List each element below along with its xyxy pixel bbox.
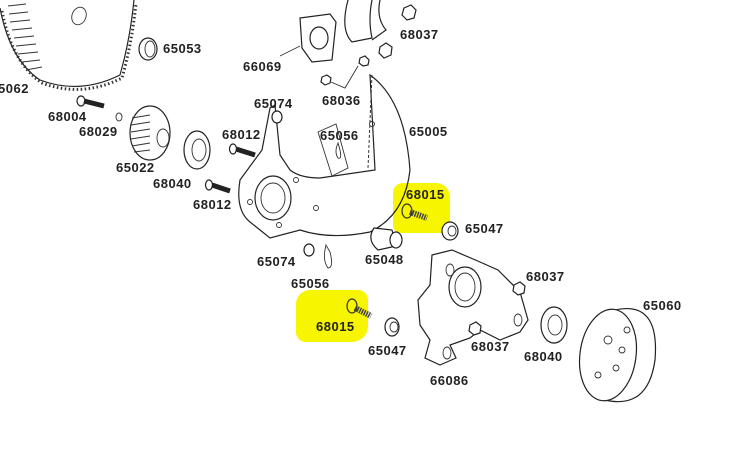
label-65060: 65060 (643, 298, 682, 313)
label-68015-top[interactable]: 68015 (406, 187, 445, 202)
label-68037-right: 68037 (526, 269, 565, 284)
screw-68012-top (228, 143, 256, 158)
spacer-65048 (370, 227, 403, 251)
label-68004: 68004 (48, 109, 87, 124)
bearing-68040-right (540, 306, 568, 344)
pinion-gear-65022 (129, 105, 171, 161)
label-68012-top: 68012 (222, 127, 261, 142)
nut-68037-bottom (468, 321, 482, 336)
collar-65074-bottom (303, 243, 315, 257)
label-66069: 66069 (243, 59, 282, 74)
nut-pair-68036 (320, 55, 370, 89)
carrier-66086 (417, 249, 529, 366)
spur-gear-65062 (0, 0, 138, 91)
clip-65056-top (335, 141, 342, 159)
label-68037-bottom: 68037 (471, 339, 510, 354)
label-68040-left: 68040 (153, 176, 192, 191)
clutch-bell-65060 (578, 308, 657, 403)
plate-65005 (238, 73, 411, 239)
label-68036: 68036 (322, 93, 361, 108)
collar-65047-bottom (384, 317, 400, 337)
washer-68029 (115, 112, 123, 122)
label-65005: 65005 (409, 124, 448, 139)
screw-68015-bottom (346, 298, 373, 319)
label-66086: 66086 (430, 373, 469, 388)
collar-65074-top (271, 110, 283, 124)
nut-68037-top (378, 4, 417, 59)
label-68012-bottom: 68012 (193, 197, 232, 212)
label-65053: 65053 (163, 41, 202, 56)
highlight-68015-bottom (296, 290, 368, 342)
clip-65056-bottom (323, 243, 333, 269)
label-65074-bottom: 65074 (257, 254, 296, 269)
bracket-66069 (279, 0, 387, 63)
label-68015-bottom[interactable]: 68015 (316, 319, 355, 334)
label-68037-top: 68037 (400, 27, 439, 42)
label-65056-top: 65056 (320, 128, 359, 143)
label-65047-top: 65047 (465, 221, 504, 236)
screw-68012-bottom (204, 179, 231, 194)
screw-68004 (76, 95, 105, 109)
nut-68037-right (512, 281, 526, 296)
label-65056-bottom: 65056 (291, 276, 330, 291)
label-68029: 68029 (79, 124, 118, 139)
label-65048: 65048 (365, 252, 404, 267)
label-68040-right: 68040 (524, 349, 563, 364)
label-65047-bottom: 65047 (368, 343, 407, 358)
label-65062: 5062 (0, 81, 29, 96)
bearing-68040-left (183, 130, 211, 170)
collar-65047-top (441, 221, 459, 241)
bushing-65053 (138, 37, 158, 61)
screw-68015-top (401, 203, 428, 221)
label-65022: 65022 (116, 160, 155, 175)
label-65074-top: 65074 (254, 96, 293, 111)
